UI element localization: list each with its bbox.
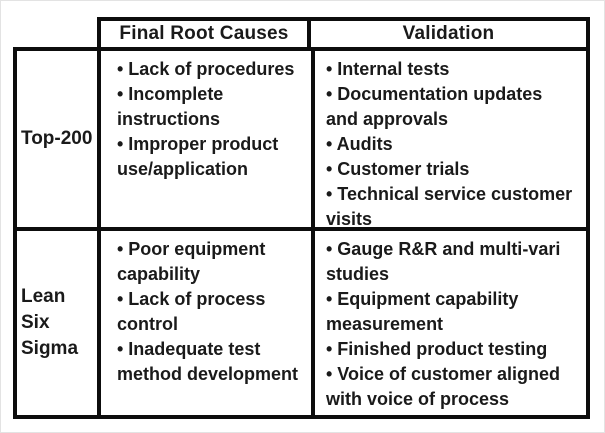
column-header-final-root-causes: Final Root Causes [101, 21, 311, 47]
table-header-row: Final Root Causes Validation [97, 17, 590, 51]
row-label-top-200: Top-200 [17, 51, 101, 231]
bullet-item: • Internal tests [326, 59, 450, 79]
row-label-lean-six-sigma: Lean Six Sigma [17, 231, 101, 415]
cell-lean-six-sigma-validation: • Gauge R&R and multi-vari studies • Equi… [315, 231, 586, 415]
bullet-item: • Documentation updates and approvals [326, 84, 543, 129]
cell-top-200-final-root-causes: • Lack of procedures • Incomplete instruc… [101, 51, 315, 231]
bullet-item: • Improper product use/application [117, 134, 279, 179]
bullet-item: • Gauge R&R and multi-vari studies [326, 239, 561, 284]
table-body: Top-200 • Lack of procedures • Incomplete… [13, 47, 590, 419]
bullet-item: • Lack of process control [117, 289, 266, 334]
bullet-item: • Technical service customer visits [326, 184, 573, 229]
cell-top-200-validation: • Internal tests • Documentation updates … [315, 51, 586, 231]
bullet-item: • Finished product testing [326, 339, 548, 359]
bullet-item: • Customer trials [326, 159, 470, 179]
cell-lean-six-sigma-final-root-causes: • Poor equipment capability • Lack of pro… [101, 231, 315, 415]
bullet-item: • Voice of customer aligned with voice o… [326, 364, 561, 409]
bullet-item: • Incomplete instructions [117, 84, 224, 129]
column-header-validation: Validation [402, 23, 495, 44]
bullet-item: • Equipment capability measurement [326, 289, 519, 334]
bullet-item: • Poor equipment capability [117, 239, 266, 284]
bullet-item: • Inadequate test method development [117, 339, 299, 384]
bullet-item: • Lack of procedures [117, 59, 295, 79]
bullet-item: • Audits [326, 134, 393, 154]
